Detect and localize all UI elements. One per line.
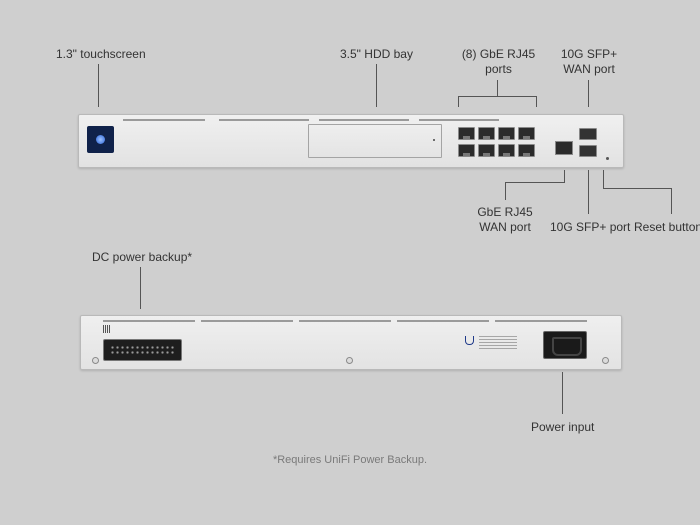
rj45-wan-label-line1: GbE RJ45 [477, 205, 533, 219]
screw-icon [602, 357, 609, 364]
hdd-bay-label: 3.5" HDD bay [340, 47, 413, 61]
reset-button[interactable] [606, 157, 609, 160]
rj45-wan-label: GbE RJ45 WAN port [465, 205, 545, 235]
regulatory-marks-icon [479, 336, 517, 350]
dc-pins-icon [110, 345, 175, 355]
rj45-ports-leader-stem [497, 80, 498, 96]
ubiquiti-logo-icon [465, 336, 474, 345]
rj45-wan-leader-horizontal [505, 182, 565, 183]
rj45-port[interactable] [498, 127, 515, 140]
qr-code-icon [103, 325, 111, 333]
sfp-wan-label: 10G SFP+ WAN port [550, 47, 628, 77]
rj45-ports-label: (8) GbE RJ45 ports [451, 47, 546, 77]
sfp-port-label: 10G SFP+ port [550, 220, 631, 234]
rj45-ports-label-line1: (8) GbE RJ45 [461, 47, 536, 61]
screw-icon [92, 357, 99, 364]
rj45-port[interactable] [518, 144, 535, 157]
rj45-wan-port[interactable] [555, 141, 573, 155]
front-vent [123, 119, 205, 121]
sfp-wan-port[interactable] [579, 128, 597, 140]
reset-button-label: Reset button [634, 220, 700, 234]
rj45-ports-bracket-right [536, 96, 537, 107]
front-vent [219, 119, 309, 121]
dc-power-leader-line [140, 267, 141, 309]
touchscreen-label: 1.3" touchscreen [56, 47, 146, 61]
power-socket-icon [552, 337, 582, 356]
footnote: *Requires UniFi Power Backup. [272, 454, 428, 466]
rj45-ports-bracket-left [458, 96, 459, 107]
rj45-wan-leader-drop [505, 182, 506, 200]
rj45-port[interactable] [518, 127, 535, 140]
rj45-port[interactable] [498, 144, 515, 157]
rj45-wan-label-line2: WAN port [479, 220, 531, 234]
touchscreen-display[interactable] [87, 126, 114, 153]
reset-leader-drop [671, 188, 672, 214]
touchscreen-indicator-icon [96, 135, 105, 144]
rj45-port[interactable] [458, 144, 475, 157]
hdd-led-icon [433, 139, 435, 141]
power-input-label: Power input [531, 420, 595, 434]
sfp-wan-label-line2: WAN port [563, 62, 615, 76]
reset-leader-vertical [603, 170, 604, 188]
touchscreen-leader-line [98, 64, 99, 107]
sfp-port[interactable] [579, 145, 597, 157]
front-panel [78, 114, 624, 168]
rj45-ports-label-line2: ports [485, 62, 512, 76]
hdd-bay-leader-line [376, 64, 377, 107]
rj45-ports-bracket [458, 96, 537, 97]
rear-vent [495, 320, 587, 322]
dc-power-connector[interactable] [103, 339, 182, 361]
rear-vent [299, 320, 391, 322]
rear-vent [397, 320, 489, 322]
power-input-leader-line [562, 372, 563, 414]
rj45-port[interactable] [478, 127, 495, 140]
sfp-port-leader-line [588, 170, 589, 214]
screw-icon [346, 357, 353, 364]
front-vent [319, 119, 409, 121]
hdd-bay-drawer[interactable] [308, 124, 442, 158]
rear-vent [103, 320, 195, 322]
rj45-port[interactable] [458, 127, 475, 140]
rear-panel [80, 315, 622, 370]
rj45-wan-leader-vertical [564, 170, 565, 182]
sfp-wan-leader-line [588, 80, 589, 107]
dc-power-label: DC power backup* [92, 250, 193, 264]
reset-leader-horizontal [603, 188, 672, 189]
front-vent [419, 119, 499, 121]
rear-vent [201, 320, 293, 322]
rj45-port[interactable] [478, 144, 495, 157]
sfp-wan-label-line1: 10G SFP+ [560, 47, 618, 61]
power-input-socket[interactable] [543, 331, 587, 359]
